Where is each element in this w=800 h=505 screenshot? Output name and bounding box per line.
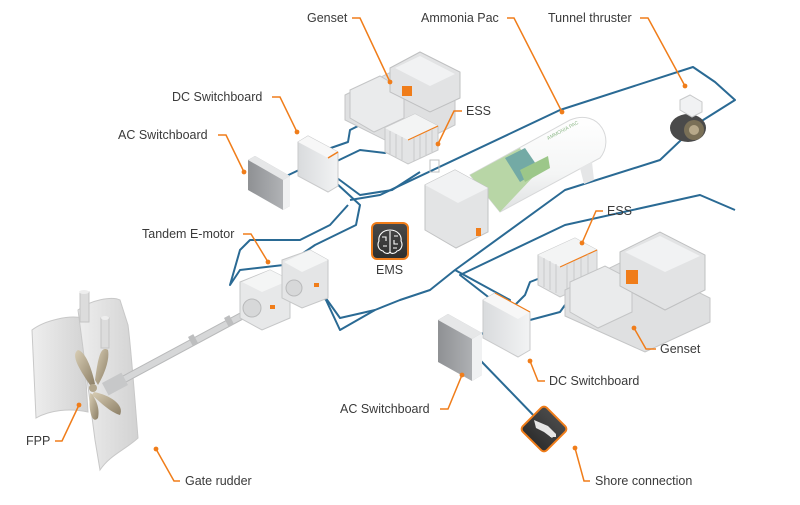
leader-genset-top: [352, 17, 391, 83]
leader-dot-tunnel-thruster: [682, 83, 688, 89]
leader-dot-ess-bottom: [579, 240, 585, 246]
cable-dc-genset-top: [324, 124, 361, 151]
leader-dot-dc-switchboard-top: [294, 129, 300, 135]
label-fpp: FPP: [26, 434, 51, 448]
ammonia-pac-tank: AMMONIA PAC: [424, 117, 607, 249]
leader-ac-switchboard-top: [218, 134, 245, 173]
ess-top: [384, 113, 439, 165]
leader-dot-shore-connection: [572, 445, 578, 451]
label-ammonia-pac: Ammonia Pac: [421, 11, 499, 25]
cable-dc-down-1: [332, 171, 421, 196]
label-tandem-emotor: Tandem E-motor: [142, 227, 235, 241]
ac-switchboard-bottom: [438, 314, 482, 381]
leader-gate-rudder: [155, 448, 180, 482]
tunnel-thruster: [670, 94, 706, 142]
plug-icon: [534, 420, 556, 438]
label-genset-top: Genset: [307, 11, 348, 25]
leader-genset-bottom: [633, 327, 656, 350]
leader-dc-switchboard-bottom: [529, 360, 545, 382]
ac-switchboard-top: [248, 156, 290, 210]
label-ess-top: ESS: [466, 104, 492, 118]
label-gate-rudder: Gate rudder: [185, 474, 252, 488]
cable-dc-genset-bottom: [529, 304, 566, 321]
leader-fpp: [55, 404, 80, 442]
genset-bottom: [564, 231, 711, 353]
cable-ac-shore: [479, 359, 539, 421]
label-ac-switchboard-top: AC Switchboard: [118, 128, 208, 142]
leader-lines: [55, 17, 688, 482]
ems-icon-tile[interactable]: [371, 222, 409, 260]
label-ems: EMS: [376, 263, 404, 277]
leader-tandem-emotor: [243, 233, 269, 263]
leader-dc-switchboard-top: [272, 96, 298, 133]
brain-icon: [377, 229, 403, 254]
leader-ess-top: [437, 110, 462, 145]
leader-shore-connection: [574, 447, 590, 482]
cable-dc-down-2: [289, 181, 361, 263]
label-genset-bottom: Genset: [660, 342, 701, 356]
tandem-emotor: [239, 249, 329, 331]
leader-dot-genset-top: [387, 79, 393, 85]
dc-switchboard-bottom: [482, 292, 531, 358]
leader-tunnel-thruster: [640, 17, 686, 87]
leader-ess-bottom: [581, 210, 603, 244]
label-shore-connection: Shore connection: [595, 474, 693, 488]
leader-dot-tandem-emotor: [265, 259, 271, 265]
leader-dot-fpp: [76, 402, 82, 408]
label-tunnel-thruster: Tunnel thruster: [548, 11, 632, 25]
gate-rudder: [31, 290, 139, 472]
leader-dot-genset-bottom: [631, 325, 637, 331]
label-ac-switchboard-bottom: AC Switchboard: [340, 402, 430, 416]
leader-dot-ac-switchboard-bottom: [459, 372, 465, 378]
cables: [229, 66, 736, 421]
fpp-propeller: [75, 349, 121, 420]
leader-dot-dc-switchboard-bottom: [527, 358, 533, 364]
leader-dot-ac-switchboard-top: [241, 169, 247, 175]
shore-connection-tile[interactable]: [520, 405, 568, 453]
cable-bottom-loop: [459, 194, 736, 311]
cable-loop-main: [229, 66, 736, 331]
label-dc-switchboard-top: DC Switchboard: [172, 90, 263, 104]
dc-switchboard-top: [297, 135, 339, 193]
leader-dot-gate-rudder: [153, 446, 159, 452]
leader-dot-ess-top: [435, 141, 441, 147]
leader-ac-switchboard-bottom: [440, 374, 463, 410]
cable-motor-loop: [319, 289, 376, 319]
label-ess-bottom: ESS: [607, 204, 633, 218]
label-dc-switchboard-bottom: DC Switchboard: [549, 374, 640, 388]
leader-ammonia-pac: [507, 17, 563, 113]
leader-dot-ammonia-pac: [559, 109, 565, 115]
